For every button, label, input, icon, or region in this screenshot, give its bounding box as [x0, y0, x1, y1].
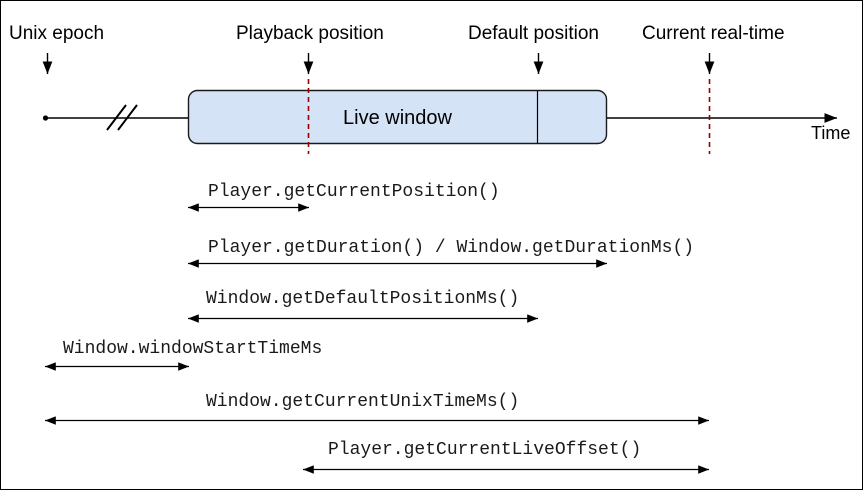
- axis-break-mark: [117, 104, 138, 131]
- live-window-label: Live window: [343, 107, 452, 129]
- live-window-box: [187, 89, 608, 145]
- current-live-offset-api-label: Player.getCurrentLiveOffset(): [328, 440, 642, 460]
- time-axis-label: Time: [811, 123, 851, 143]
- duration-api-label: Player.getDuration() / Window.getDuratio…: [208, 238, 695, 258]
- current-position-api-label: Player.getCurrentPosition(): [208, 182, 500, 202]
- window-start-time-api-label: Window.windowStartTimeMs: [63, 339, 323, 359]
- playback-position-label: Playback position: [236, 23, 384, 44]
- unix-epoch-label: Unix epoch: [9, 23, 105, 44]
- current-real-time-label: Current real-time: [642, 23, 785, 44]
- axis-origin-dot: [42, 115, 49, 121]
- default-position-api-label: Window.getDefaultPositionMs(): [206, 289, 520, 309]
- default-position-label: Default position: [468, 23, 599, 44]
- axis-break-mark: [106, 104, 127, 131]
- current-unix-time-api-label: Window.getCurrentUnixTimeMs(): [206, 392, 520, 412]
